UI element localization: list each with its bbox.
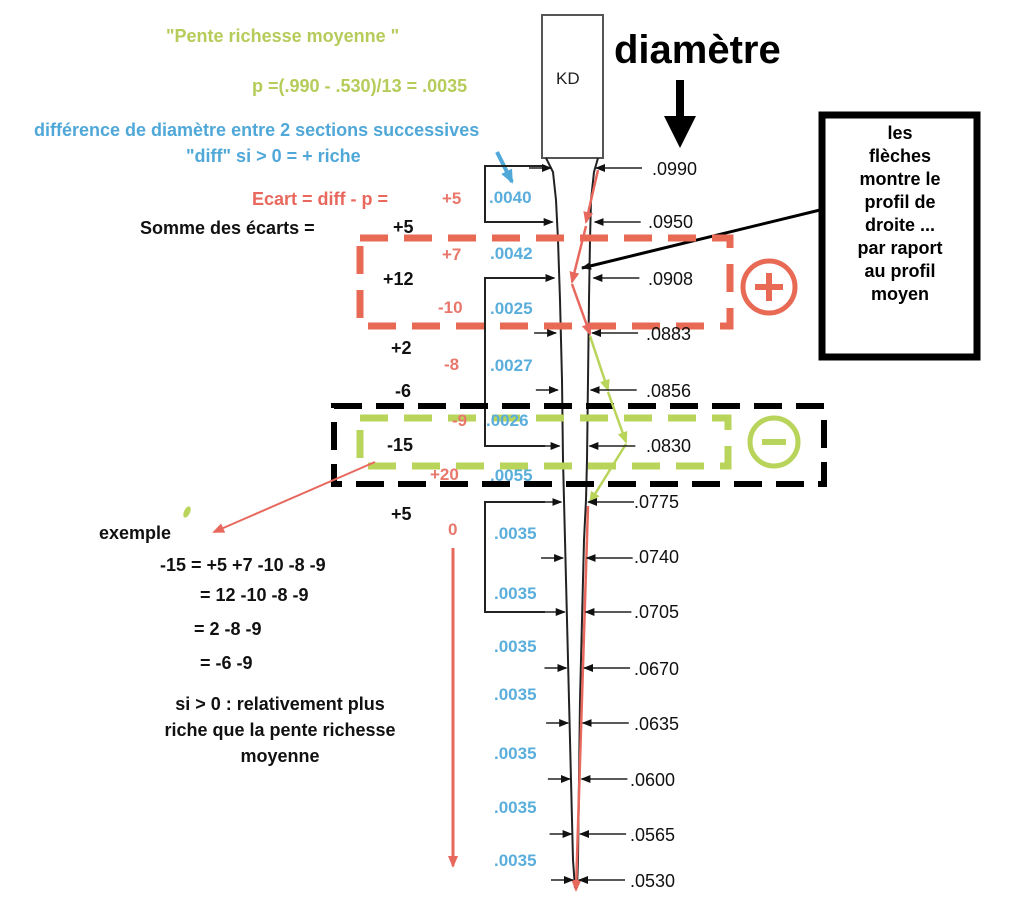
- minus-zone-outer-box: [331, 403, 827, 487]
- diameter-value: .0705: [634, 602, 680, 622]
- diameter-value: .0740: [634, 547, 680, 567]
- tip-label: KD: [556, 69, 580, 88]
- somme-value: +5: [391, 504, 412, 524]
- diameter-value: .0908: [648, 269, 694, 289]
- diff-value: .0040: [489, 188, 532, 207]
- note-line: les: [887, 123, 913, 143]
- diameter-value: .0950: [648, 212, 694, 232]
- diff-value: .0035: [494, 524, 537, 543]
- diameter-value: .0883: [646, 324, 692, 344]
- tip-head-rect: [541, 14, 604, 159]
- diff-value: .0025: [490, 299, 533, 318]
- measurement-ticks: [529, 164, 642, 884]
- conclusion-line: moyenne: [240, 746, 320, 766]
- exemple-label: exemple: [99, 523, 172, 543]
- profile-arrow-2: [569, 225, 588, 284]
- diff-value: .0055: [490, 466, 533, 485]
- green-mark: [183, 506, 191, 518]
- diameter-value: .0635: [634, 714, 680, 734]
- ecart-value: -8: [444, 355, 460, 374]
- section-brackets: [484, 165, 545, 613]
- diff-value: .0026: [486, 411, 529, 430]
- profile-arrow-4: [588, 335, 610, 392]
- ecart-value: +7: [442, 245, 462, 264]
- conclusion-line: si > 0 : relativement plus: [175, 694, 385, 714]
- diff-value: .0035: [494, 744, 537, 763]
- note-line: moyen: [870, 284, 930, 304]
- diameter-value: .0670: [634, 659, 680, 679]
- ecart-value: -10: [438, 298, 463, 317]
- tip-left-edge: [545, 157, 576, 889]
- somme-value: -15: [387, 435, 414, 455]
- diameter-value: .0600: [630, 770, 676, 790]
- diameter-value: .0565: [630, 825, 676, 845]
- profile-arrow-7: [571, 505, 590, 892]
- diameter-value: .0830: [646, 436, 692, 456]
- diameter-value: .0530: [630, 871, 676, 891]
- diff-value: .0035: [494, 637, 537, 656]
- somme-label: Somme des écarts =: [140, 218, 315, 238]
- ecart-value: 0: [448, 520, 458, 539]
- note-line: par raport: [857, 238, 943, 258]
- note-line: au profil: [864, 261, 936, 281]
- minus-circle: [747, 415, 801, 469]
- diff-value: .0042: [490, 244, 533, 263]
- exemple-line: = -6 -9: [200, 653, 253, 673]
- profile-arrow-3: [570, 283, 592, 336]
- plus-zone-box: [356, 234, 734, 330]
- diff-value: .0027: [490, 356, 533, 375]
- pente-formula: p =(.990 - .530)/13 = .0035: [252, 76, 468, 96]
- conclusion-line: riche que la pente richesse: [164, 720, 396, 740]
- profile-arrow-5: [606, 391, 628, 444]
- exemple-line: = 12 -10 -8 -9: [200, 585, 309, 605]
- diff-value: .0035: [494, 685, 537, 704]
- somme-value: -6: [395, 381, 412, 401]
- note-line: droite ...: [864, 215, 935, 235]
- exemple-line: -15 = +5 +7 -10 -8 -9: [160, 555, 326, 575]
- exemple-line: = 2 -8 -9: [194, 619, 262, 639]
- diff-definition-line2: "diff" si > 0 = + riche: [186, 146, 361, 166]
- diff-value: .0035: [494, 798, 537, 817]
- diameter-value: .0775: [634, 492, 680, 512]
- somme-value: +5: [393, 217, 414, 237]
- minus-zone-box: [356, 414, 732, 470]
- ecart-value: -9: [452, 411, 468, 430]
- diameter-value: .0990: [652, 159, 698, 179]
- profile-arrow-1: [583, 169, 600, 224]
- note-line: flèches: [868, 146, 932, 166]
- exemple-pointer-arrow: [212, 461, 376, 533]
- ecart-label: Ecart = diff - p =: [252, 189, 389, 209]
- plus-circle: [740, 258, 798, 316]
- diameter-value: .0856: [646, 381, 692, 401]
- diff-value: .0035: [494, 584, 537, 603]
- diametre-title: diamètre: [614, 28, 781, 72]
- somme-value: +12: [383, 269, 414, 289]
- somme-value: +2: [391, 338, 412, 358]
- ecart-value: +5: [442, 189, 462, 208]
- ecart-value: +20: [430, 465, 459, 484]
- note-line: montre le: [859, 169, 941, 189]
- profile-arrow-6: [588, 443, 628, 504]
- diff-definition-line1: différence de diamètre entre 2 sections …: [34, 120, 480, 140]
- note-line: profil de: [864, 192, 936, 212]
- note-text: les flèches montre le profil de droite .…: [830, 122, 970, 306]
- pente-title: "Pente richesse moyenne ": [166, 26, 400, 46]
- diametre-arrow-head: [664, 116, 696, 148]
- diff-value: .0035: [494, 851, 537, 870]
- note-box: [818, 111, 981, 361]
- note-pointer-arrow: [581, 208, 821, 270]
